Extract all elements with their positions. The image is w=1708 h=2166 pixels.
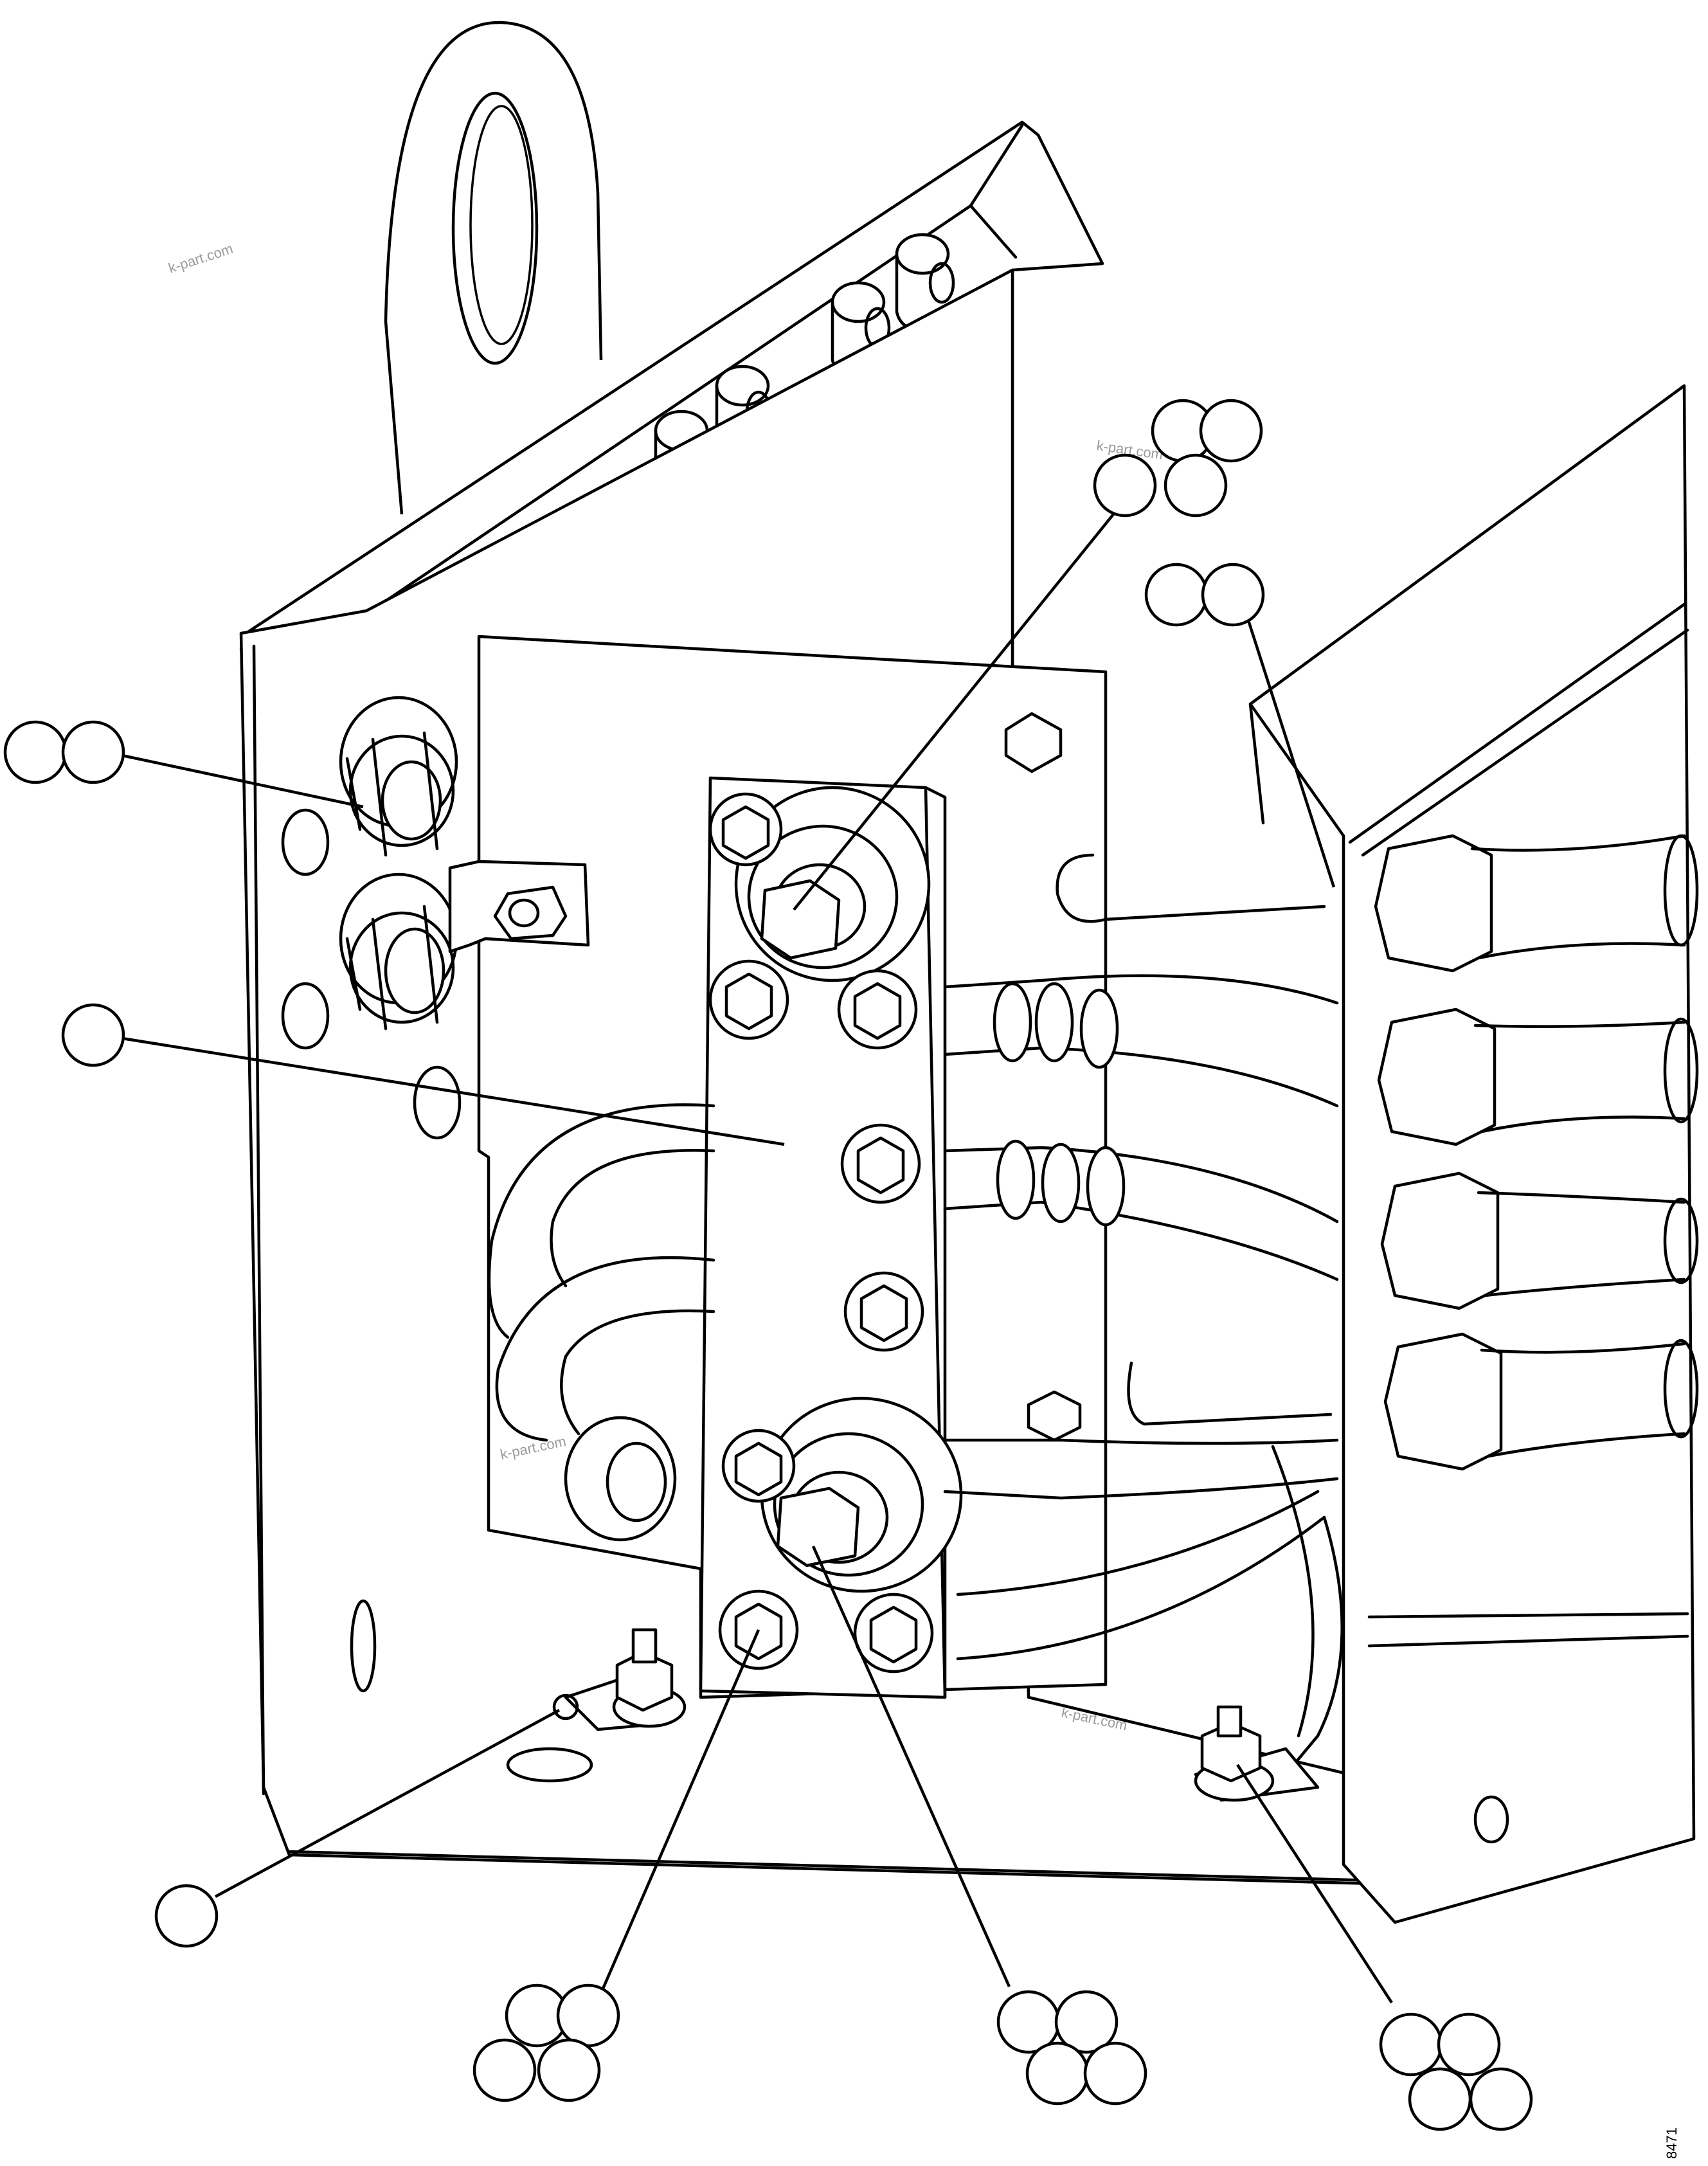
upper-power-terminal — [734, 786, 931, 982]
figure-code: 8471 — [1664, 2127, 1680, 2159]
hex-bolt-5 — [843, 1271, 924, 1352]
leader-line — [793, 507, 1120, 911]
callout-group-left-upper[interactable] — [3, 720, 125, 784]
leader-line — [1246, 620, 1336, 888]
callout-group-bottom-right[interactable] — [1379, 2012, 1533, 2131]
nut-middle — [1027, 1390, 1082, 1442]
leader-line — [811, 1546, 1011, 1987]
hex-bolt-1 — [708, 792, 783, 867]
cable-gland-3 — [1380, 1171, 1699, 1310]
hex-bolt-8 — [853, 1593, 934, 1674]
terminal-bus-block — [699, 776, 963, 1699]
nut-top — [1004, 712, 1063, 773]
cable-gland-2 — [1377, 1007, 1699, 1146]
hex-bolt-4 — [840, 1123, 921, 1204]
callout-group-bottom-mid-left[interactable] — [472, 1983, 620, 2102]
conduit-fitting-upper — [339, 696, 458, 857]
hex-bolt-2 — [708, 959, 789, 1040]
conduit-fitting-lower — [339, 872, 458, 1031]
leader-line — [214, 1709, 561, 1898]
hex-bolt-6 — [721, 1429, 796, 1503]
callout-group-left-middle[interactable] — [61, 1003, 125, 1067]
lower-power-terminal — [760, 1396, 963, 1593]
leader-line — [121, 754, 364, 809]
right-side-plate — [1248, 384, 1696, 1924]
cable-gland-1 — [1374, 834, 1699, 973]
conduit-fitting-bottom — [564, 1416, 677, 1542]
watermark: k-part.com — [166, 240, 235, 276]
leader-line — [599, 1629, 760, 1994]
lifting-eye-bracket — [384, 21, 603, 515]
leader-line — [121, 1036, 785, 1146]
callout-group-bottom-mid-right[interactable] — [996, 1990, 1147, 2106]
ground-stud-left — [552, 1628, 687, 1731]
leader-line — [1236, 1764, 1393, 2004]
callout-group-right-top[interactable] — [1144, 563, 1265, 627]
right-cables — [943, 834, 1699, 1776]
hose-clamps-upper — [993, 982, 1119, 1069]
looped-cable — [487, 1103, 715, 1442]
angle-bracket — [448, 860, 590, 953]
callout-group-center-top[interactable] — [1093, 399, 1263, 518]
cable-gland-4 — [1383, 1332, 1699, 1471]
ground-stud-right — [1194, 1705, 1320, 1802]
hose-clamps-middle — [996, 1139, 1126, 1227]
callout-group-bottom-left[interactable] — [154, 1884, 219, 1948]
hex-bolt-3 — [837, 969, 918, 1050]
